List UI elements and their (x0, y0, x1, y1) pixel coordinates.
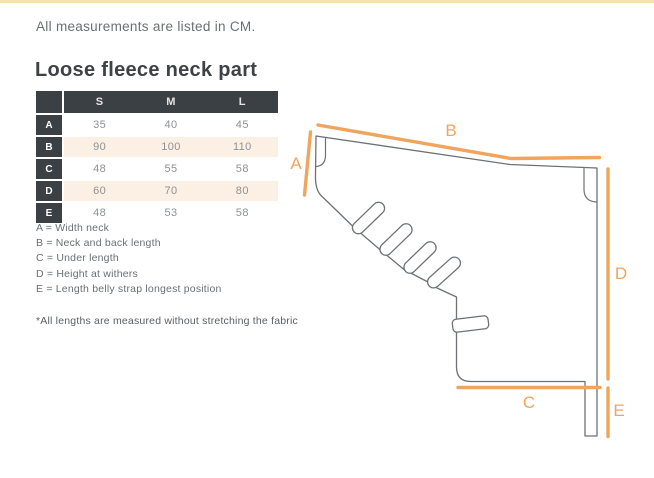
size-table-header-row: S M L (36, 91, 278, 113)
col-header-s: S (95, 96, 104, 108)
neck-part-diagram: A B C D E (290, 121, 627, 439)
measure-line-b (316, 123, 602, 161)
measure-line-a (302, 130, 313, 197)
cell-d-s: 60 (93, 185, 107, 197)
page-title: Loose fleece neck part (35, 59, 258, 81)
measurement-unit-note: All measurements are listed in CM. (36, 19, 256, 34)
strap-2 (379, 223, 413, 256)
row-label-a: A (36, 115, 62, 135)
col-header-m: M (166, 96, 176, 108)
legend-item-e: E = Length belly strap longest position (36, 282, 222, 295)
cell-c-s: 48 (93, 163, 107, 175)
cell-e-l: 58 (235, 207, 249, 219)
row-label-c: C (36, 159, 62, 179)
cell-b-m: 100 (161, 141, 181, 153)
measure-label-a: A (290, 154, 302, 173)
table-row-d: D 60 70 80 (36, 181, 278, 201)
legend-item-d: D = Height at withers (36, 267, 138, 280)
table-corner-cell (36, 91, 62, 113)
belly-strap (451, 315, 490, 333)
left-seam-notch (315, 136, 327, 168)
row-label-d: D (36, 181, 62, 201)
cell-c-l: 58 (235, 163, 249, 175)
measure-label-e: E (613, 401, 624, 420)
legend-item-b: B = Neck and back length (36, 237, 161, 250)
legend-item-c: C = Under length (36, 252, 119, 265)
table-row-e: E 48 53 58 (36, 203, 278, 223)
cell-a-s: 35 (93, 119, 107, 131)
cell-e-s: 48 (93, 207, 107, 219)
cell-e-m: 53 (164, 207, 178, 219)
cell-a-m: 40 (164, 119, 178, 131)
right-seam-notch (583, 167, 598, 203)
strap-1 (351, 201, 386, 235)
row-label-e: E (36, 203, 62, 223)
cell-b-s: 90 (93, 141, 107, 153)
measure-label-c: C (523, 393, 535, 412)
measurement-legend: A = Width neck B = Neck and back length … (36, 221, 316, 297)
garment-outline (314, 135, 598, 437)
measure-label-b: B (445, 121, 456, 140)
size-table: S M L A 35 40 45 B 90 100 110 C 48 55 58… (36, 91, 278, 223)
table-row-c: C 48 55 58 (36, 159, 278, 179)
cell-c-m: 55 (164, 163, 178, 175)
legend-item-a: A = Width neck (36, 222, 110, 234)
cell-a-l: 45 (235, 119, 249, 131)
cell-b-l: 110 (232, 141, 252, 153)
col-header-l: L (238, 96, 246, 108)
strap-3 (403, 241, 437, 274)
cell-d-m: 70 (164, 185, 178, 197)
table-row-b: B 90 100 110 (36, 137, 278, 157)
measurement-footnote: *All lengths are measured without stretc… (36, 315, 298, 327)
cell-d-l: 80 (235, 185, 249, 197)
strap-4 (426, 256, 462, 289)
row-label-b: B (36, 137, 62, 157)
measure-label-d: D (615, 264, 627, 283)
table-row-a: A 35 40 45 (36, 115, 278, 135)
